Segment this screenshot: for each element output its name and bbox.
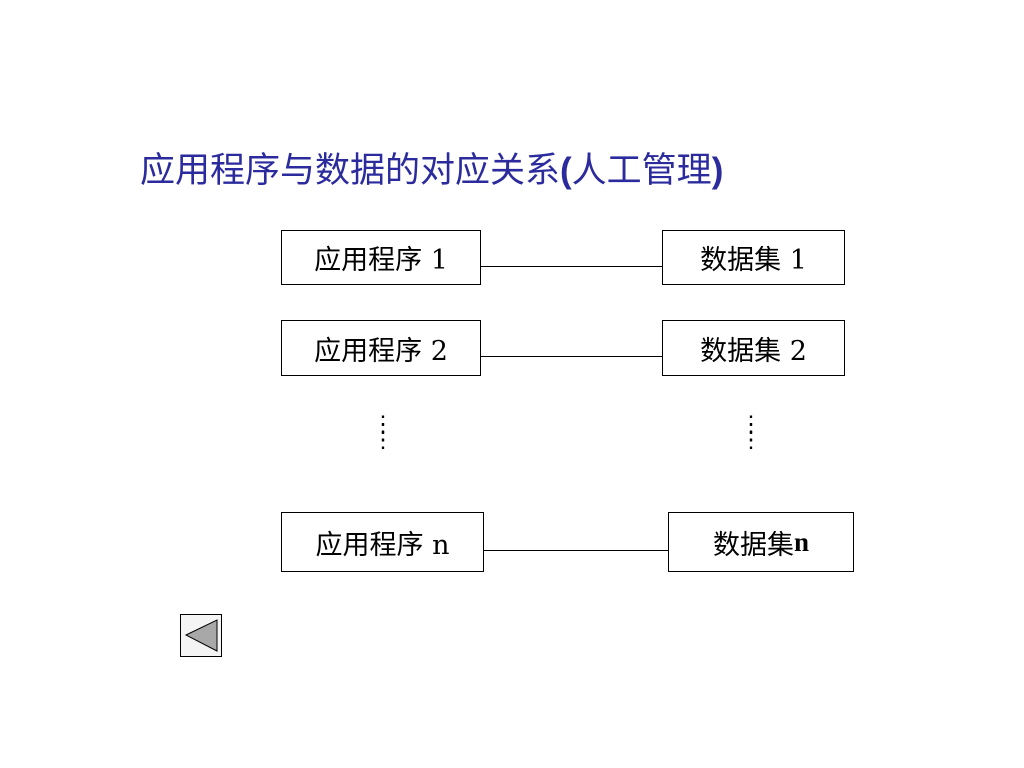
back-button[interactable] [180,614,222,657]
application-box-n: 应用程序 n [281,512,484,572]
slide-title: 应用程序与数据的对应关系(人工管理) [140,148,723,194]
connector-line-2 [481,356,663,357]
title-paren-open: ( [560,151,572,190]
connector-line-1 [481,266,663,267]
application-label-n: 应用程序 n [315,529,450,561]
title-main: 应用程序与数据的对应关系 [140,151,561,191]
ellipsis-dot-a3: ⋮ [372,427,394,452]
application-ellipsis: ⋮ ⋮ ⋮ [372,413,394,452]
dataset-label-1: 数据集 1 [700,245,807,276]
application-box-2: 应用程序 2 [281,320,481,376]
dataset-label-2: 数据集 2 [700,335,807,367]
triangle-left-icon [184,619,218,652]
dataset-ellipsis: ⋮ ⋮ ⋮ [740,413,762,452]
title-paren-close: ) [711,151,724,190]
dataset-box-1: 数据集 1 [662,230,845,285]
dataset-box-2: 数据集 2 [662,320,845,376]
connector-line-n [484,550,669,551]
ellipsis-dot-d3: ⋮ [740,427,762,452]
application-label-2: 应用程序 2 [314,335,448,367]
title-sub: 人工管理 [571,151,712,191]
application-label-1: 应用程序 1 [314,245,448,276]
dataset-label-n-text: 数据集 [712,529,794,561]
dataset-label-n-suffix: n [793,526,810,557]
application-box-1: 应用程序 1 [281,230,481,285]
